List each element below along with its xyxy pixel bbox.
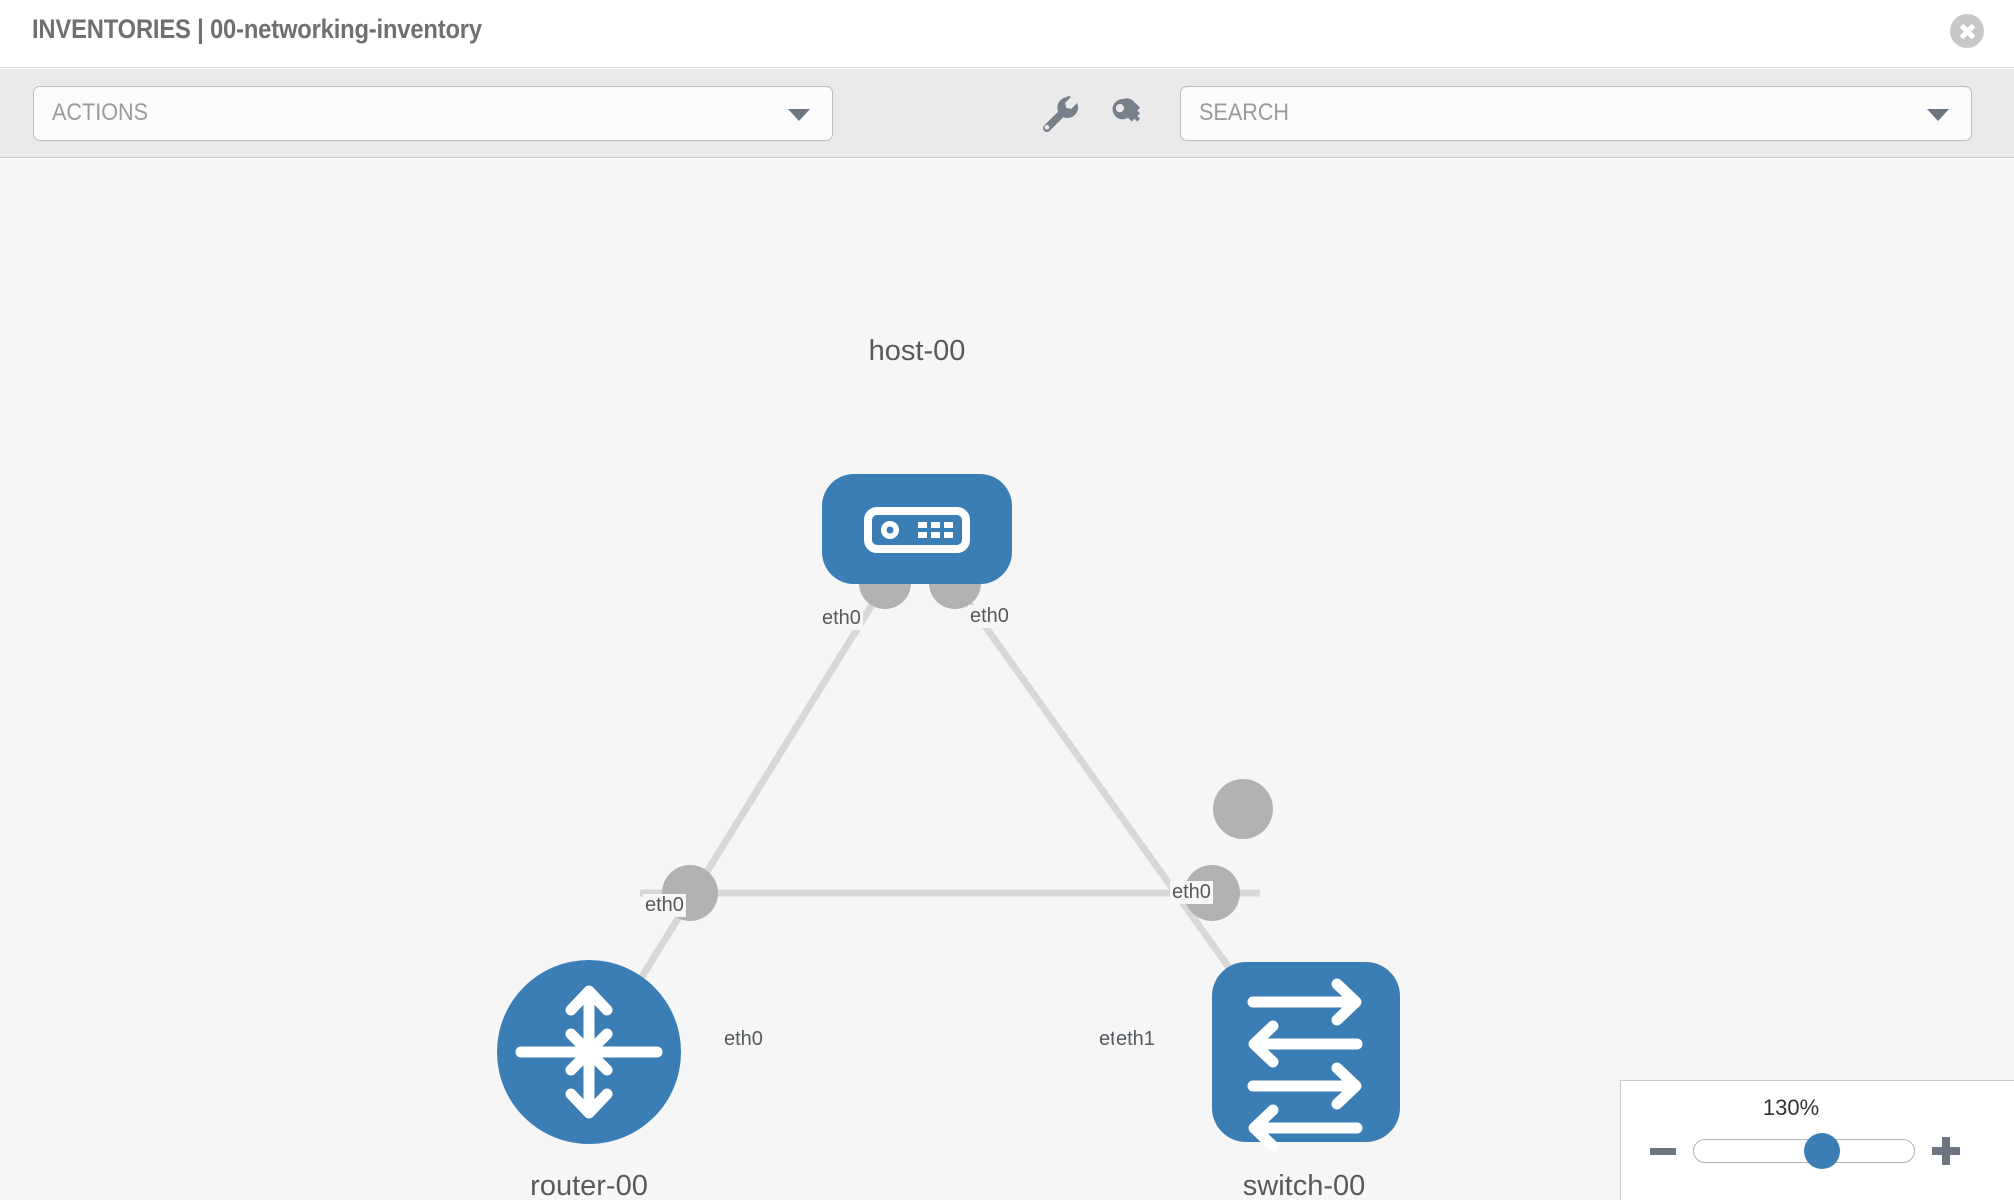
search-placeholder: SEARCH — [1199, 99, 1290, 126]
actions-dropdown[interactable]: ACTIONS — [33, 86, 833, 141]
link-host-switch[interactable] — [952, 581, 1258, 1007]
topology-graph — [497, 474, 1400, 1152]
zoom-slider-thumb[interactable] — [1803, 1133, 1840, 1169]
page-header: INVENTORIES | 00-networking-inventory — [0, 0, 2014, 68]
actions-dropdown-label: ACTIONS — [52, 99, 149, 126]
zoom-slider[interactable] — [1693, 1133, 1915, 1169]
node-host-00[interactable] — [822, 474, 1012, 584]
plus-icon[interactable] — [1927, 1129, 1965, 1173]
zoom-level-value: 130% — [1762, 1095, 1820, 1120]
minus-icon[interactable] — [1645, 1129, 1683, 1173]
connector-layer — [662, 557, 1273, 921]
page-title: INVENTORIES | 00-networking-inventory — [32, 14, 482, 44]
connector-router-eth0[interactable] — [662, 865, 718, 921]
topology-canvas[interactable]: host-00 router-00 switch-00 eth0 eth0 et… — [0, 159, 2014, 1200]
connector-switch-eth0[interactable] — [1213, 779, 1273, 839]
server-icon — [864, 507, 970, 553]
key-icon[interactable] — [1104, 91, 1150, 137]
router-arrows-icon — [515, 985, 663, 1119]
zoom-control-panel: 130% — [1620, 1080, 2014, 1200]
switch-arrows-icon — [1247, 978, 1363, 1152]
chevron-down-icon[interactable] — [1927, 108, 1949, 121]
link-layer — [622, 581, 1260, 1007]
node-switch-00[interactable] — [1212, 962, 1400, 1152]
connector-switch-eth1[interactable] — [1184, 865, 1240, 921]
toolbar: ACTIONS SEARCH — [0, 69, 2014, 158]
link-host-router[interactable] — [622, 582, 888, 1006]
close-icon[interactable] — [1950, 14, 1984, 48]
search-input[interactable]: SEARCH — [1180, 86, 1972, 141]
wrench-icon[interactable] — [1036, 91, 1082, 137]
node-router-00[interactable] — [497, 960, 681, 1144]
chevron-down-icon — [788, 108, 810, 121]
